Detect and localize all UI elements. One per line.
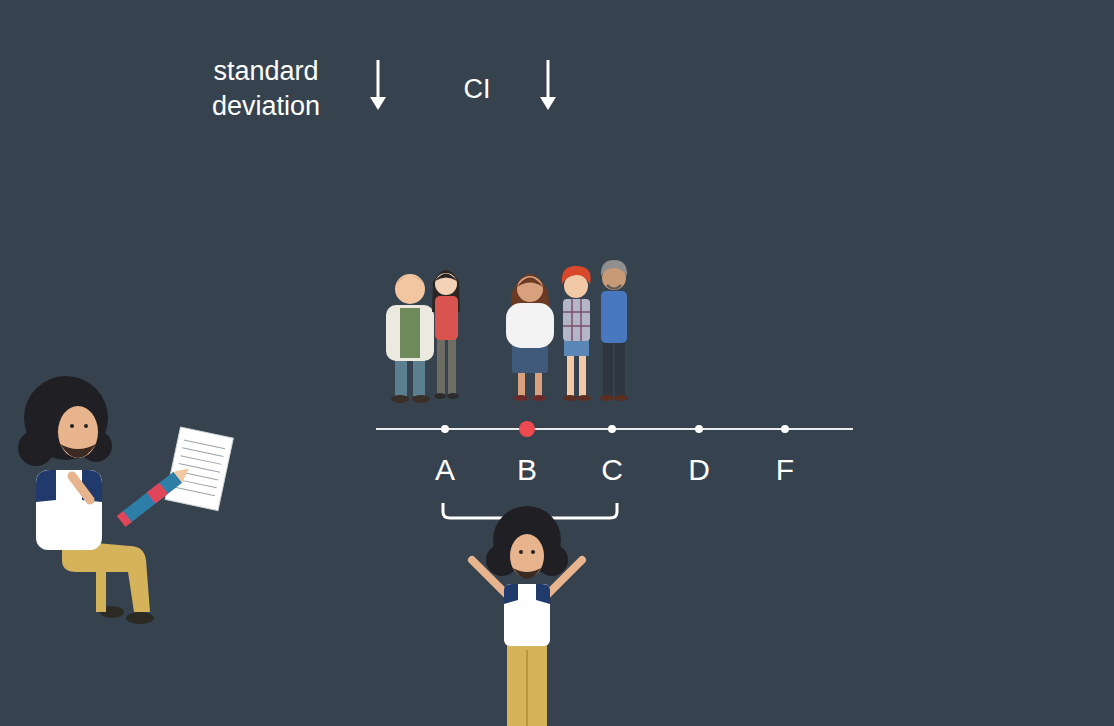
student-figure xyxy=(18,376,233,624)
person-figure xyxy=(600,260,628,401)
presenter-figure xyxy=(472,506,582,726)
grade-label: F xyxy=(776,453,794,487)
axis-caption: CI xyxy=(464,73,491,105)
person-figure xyxy=(506,274,554,401)
person-figure xyxy=(432,270,460,399)
grade-label: B xyxy=(517,453,537,487)
grade-label: C xyxy=(601,453,623,487)
number-line xyxy=(376,421,853,437)
person-figure xyxy=(562,266,591,401)
axis-caption: standard deviation xyxy=(191,54,341,124)
down-arrow xyxy=(540,60,556,110)
grade-label: A xyxy=(435,453,455,487)
person-figure xyxy=(386,274,434,403)
down-arrow xyxy=(370,60,386,110)
grade-label: D xyxy=(688,453,710,487)
